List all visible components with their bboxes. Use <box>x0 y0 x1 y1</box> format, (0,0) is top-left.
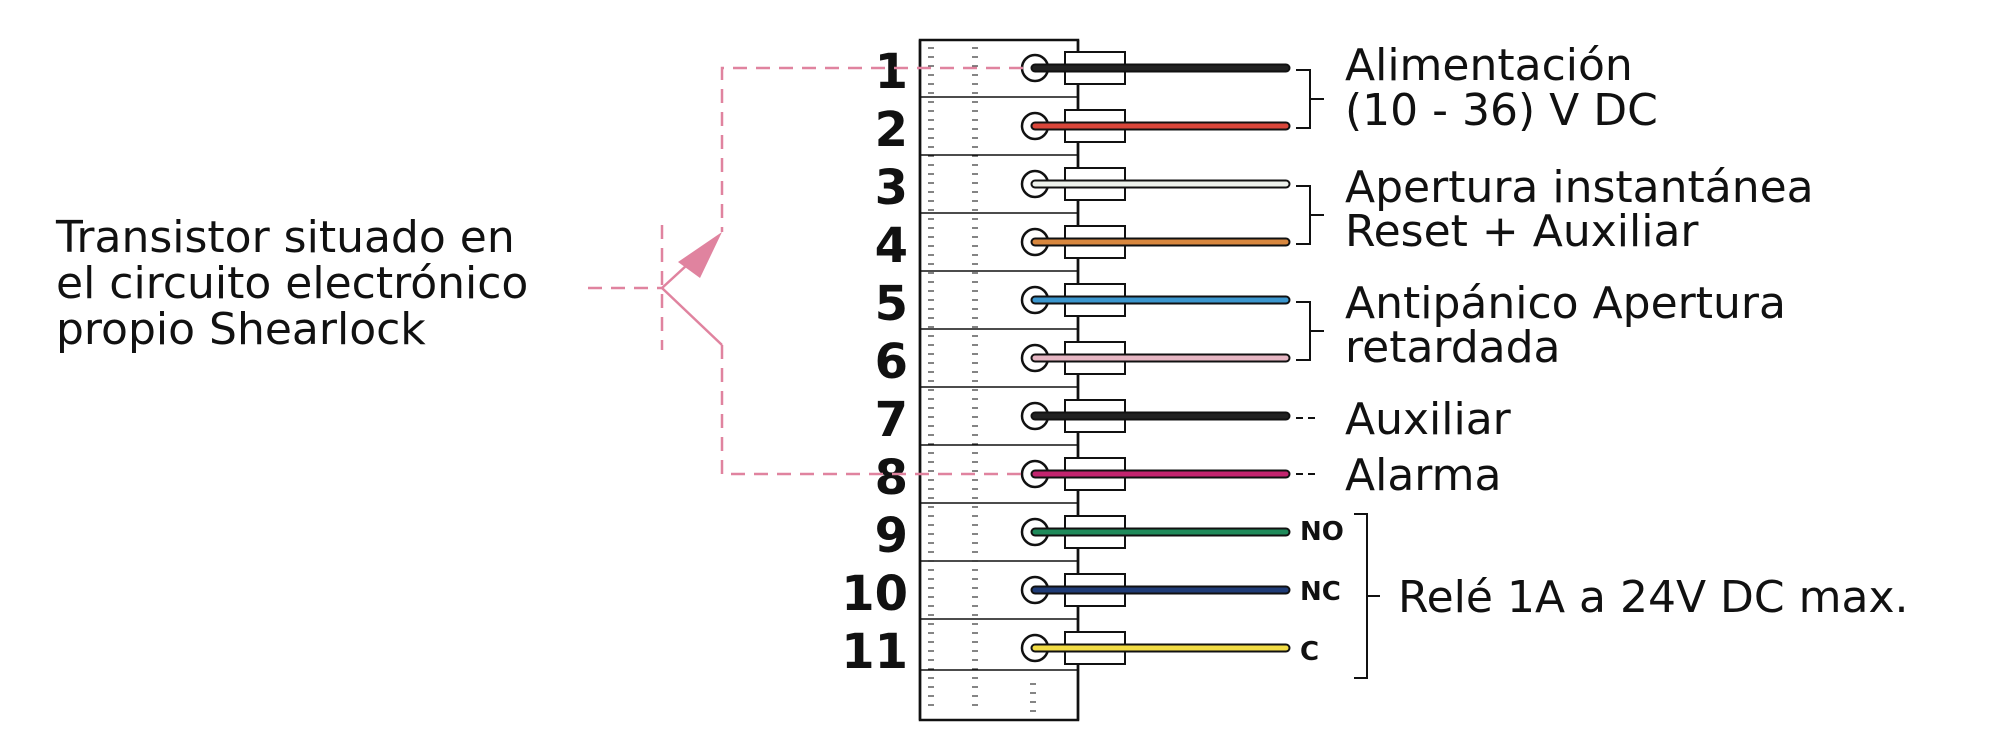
relay-contact-c: C <box>1300 637 1319 667</box>
terminal-number: 5 <box>875 276 908 332</box>
label-opening: Apertura instantánea Reset + Auxiliar <box>1345 162 1828 257</box>
terminal-number: 7 <box>875 392 908 448</box>
terminal-row-10: 10 <box>841 560 1291 622</box>
label-antipanic: Antipánico Apertura retardada <box>1345 278 1800 373</box>
transistor-label-line-1: Transistor situado en <box>55 212 515 263</box>
terminal-number: 6 <box>875 334 908 390</box>
bracket-relay <box>1354 513 1380 679</box>
terminal-row-11: 11 <box>841 618 1291 680</box>
terminal-row-2: 2 <box>875 96 1291 158</box>
terminal-block <box>918 38 1080 722</box>
terminal-number: 2 <box>875 102 908 158</box>
terminal-number: 11 <box>841 624 908 680</box>
relay-label: Relé 1A a 24V DC max. <box>1398 572 1909 623</box>
terminal-number: 9 <box>875 508 908 564</box>
transistor-label-line-3: propio Shearlock <box>56 304 426 355</box>
label-power-line-1: Alimentación <box>1345 40 1633 91</box>
terminal-row-8: 8 <box>875 444 1291 506</box>
terminal-row-4: 4 <box>875 212 1291 274</box>
terminal-number: 1 <box>875 44 908 100</box>
terminal-number: 3 <box>875 160 908 216</box>
bracket-power <box>1296 69 1324 129</box>
terminal-row-3: 3 <box>875 154 1291 216</box>
transistor-symbol <box>588 66 1023 476</box>
label-auxiliar: Auxiliar <box>1345 394 1512 445</box>
label-power: Alimentación (10 - 36) V DC <box>1345 40 1658 136</box>
terminal-row-1: 1 <box>875 44 1291 100</box>
label-power-line-2: (10 - 36) V DC <box>1345 85 1658 136</box>
transistor-label-line-2: el circuito electrónico <box>56 258 528 309</box>
transistor-arrow <box>678 232 722 278</box>
terminal-number: 4 <box>875 218 908 274</box>
terminal-row-5: 5 <box>875 270 1291 332</box>
terminal-number: 10 <box>841 566 908 622</box>
label-opening-line-1: Apertura instantánea <box>1345 162 1814 213</box>
terminal-row-9: 9 <box>875 502 1291 564</box>
terminal-row-6: 6 <box>875 328 1291 390</box>
transistor-collector-line <box>720 66 1023 232</box>
terminal-number: 8 <box>875 450 908 506</box>
transistor-label: Transistor situado en el circuito electr… <box>55 212 542 355</box>
bracket-opening <box>1296 185 1324 245</box>
label-opening-line-2: Reset + Auxiliar <box>1345 206 1699 257</box>
group-brackets <box>1296 69 1380 679</box>
label-antipanic-line-1: Antipánico Apertura <box>1345 278 1786 329</box>
transistor-emitter-line <box>720 345 1023 476</box>
terminal-row-7: 7 <box>875 386 1291 448</box>
label-antipanic-line-2: retardada <box>1345 322 1561 373</box>
transistor-emitter-diag <box>661 287 723 346</box>
relay-contact-no: NO <box>1300 517 1344 547</box>
bracket-antipanic <box>1296 301 1324 361</box>
label-alarma: Alarma <box>1345 450 1501 501</box>
relay-contact-nc: NC <box>1300 577 1341 607</box>
block-texture <box>928 47 978 706</box>
